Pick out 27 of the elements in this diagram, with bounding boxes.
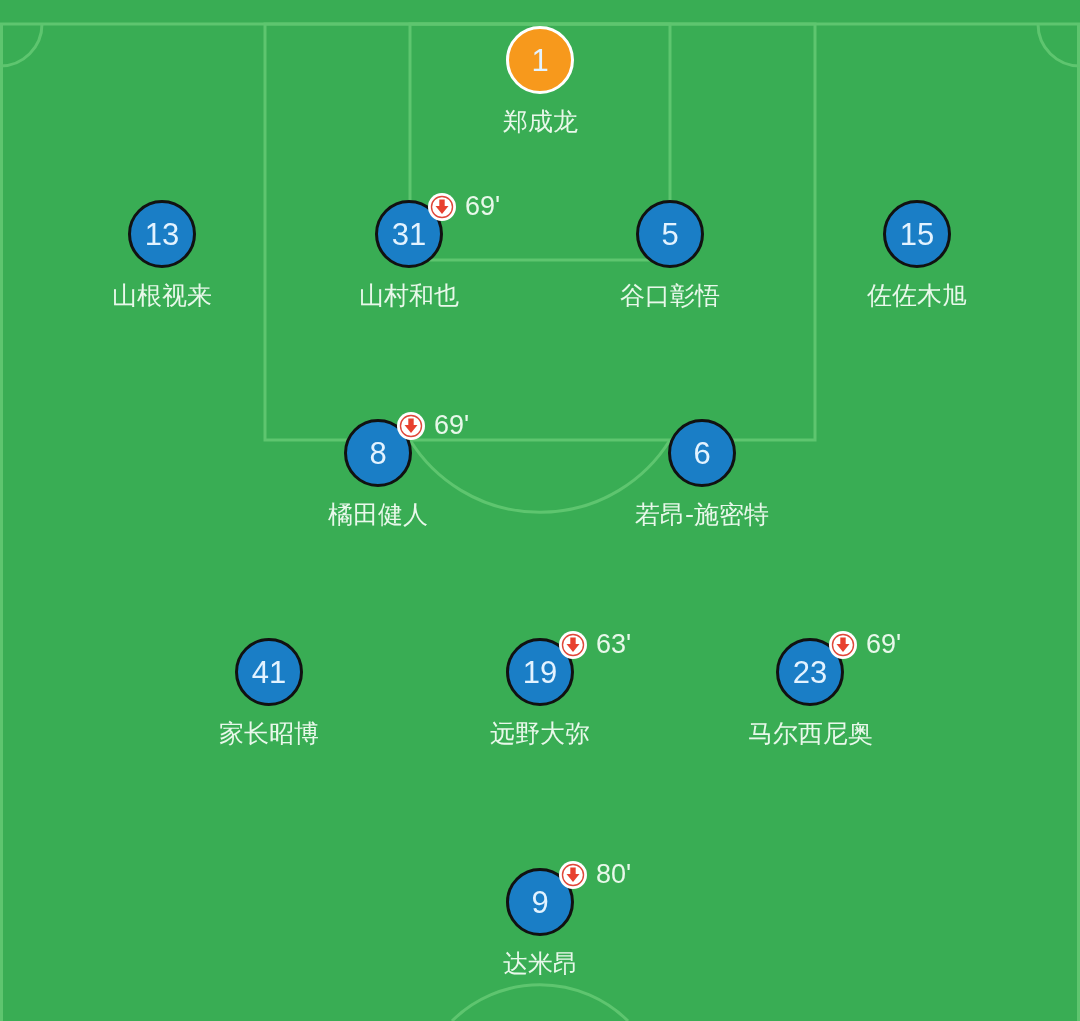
- jersey-number: 23: [792, 656, 828, 688]
- player-name: 山根视来: [112, 282, 212, 311]
- jersey-number: 19: [522, 656, 558, 688]
- substitution-minute: 69': [866, 631, 902, 658]
- jersey-number: 13: [144, 218, 180, 250]
- jersey-number: 31: [391, 218, 427, 250]
- substitution-minute: 63': [596, 631, 632, 658]
- player-name: 家长昭博: [219, 720, 319, 749]
- jersey-number: 6: [693, 437, 711, 469]
- jersey-number: 1: [531, 44, 549, 76]
- jersey-number: 9: [531, 886, 549, 918]
- player-name: 橘田健人: [328, 501, 428, 530]
- player-name: 若昂-施密特: [635, 501, 769, 530]
- player-name: 远野大弥: [490, 720, 590, 749]
- jersey-number: 41: [251, 656, 287, 688]
- player-name: 佐佐木旭: [867, 282, 967, 311]
- player-name: 马尔西尼奥: [747, 720, 873, 749]
- substitution-minute: 69': [465, 193, 501, 220]
- player-name: 山村和也: [359, 282, 459, 311]
- jersey-number: 8: [369, 437, 387, 469]
- substitution-minute: 69': [434, 412, 470, 439]
- player-name: 郑成龙: [502, 108, 578, 137]
- jersey-number: 5: [661, 218, 679, 250]
- jersey-number: 15: [899, 218, 935, 250]
- substitution-minute: 80': [596, 861, 632, 888]
- player-name: 谷口彰悟: [620, 282, 720, 311]
- player-name: 达米昂: [502, 950, 578, 979]
